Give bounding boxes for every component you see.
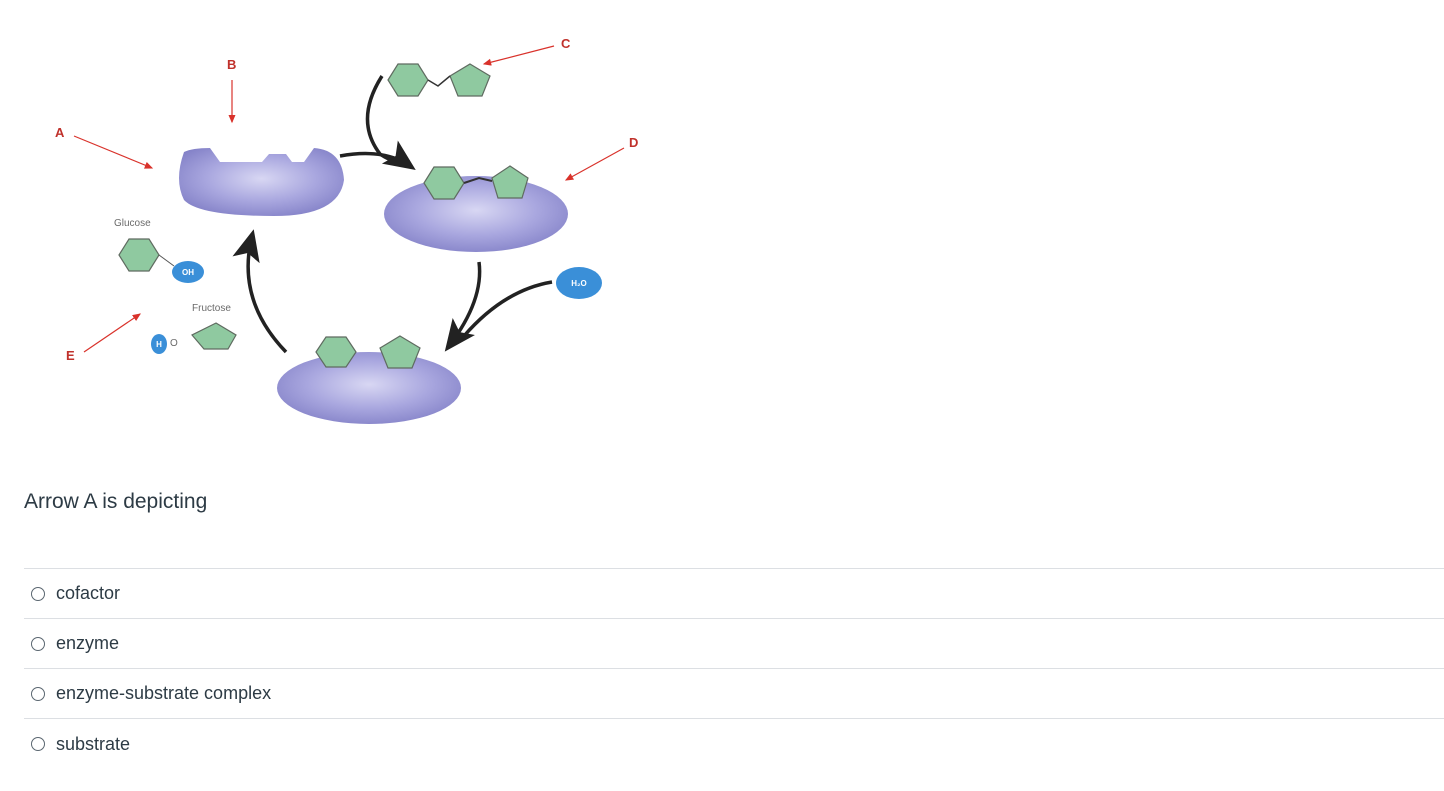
diagram-svg: Glucose OH Fructose H O H₂O: [55, 36, 638, 424]
label-arrows: A B C D E: [55, 36, 638, 363]
answer-label: enzyme: [56, 633, 120, 653]
answer-label: enzyme-substrate complex: [56, 683, 272, 703]
answer-option-cofactor[interactable]: cofactor: [24, 569, 1444, 619]
glucose-product: Glucose OH: [114, 218, 204, 283]
radio-button[interactable]: [31, 586, 45, 601]
fructose-pentagon: [491, 165, 529, 199]
h-label: H: [156, 340, 162, 349]
enzyme-free: [179, 148, 344, 216]
water-label: H₂O: [571, 279, 587, 288]
answer-label: cofactor: [56, 583, 121, 603]
label-e: E: [66, 348, 75, 363]
cycle-arrows: [232, 75, 553, 354]
label-a: A: [55, 125, 65, 140]
fructose-pentagon: [379, 335, 421, 369]
answer-option-substrate[interactable]: substrate: [24, 719, 1444, 769]
radio-button[interactable]: [31, 737, 45, 751]
fructose-pentagon: [449, 63, 491, 97]
answer-option-enzyme[interactable]: enzyme: [24, 619, 1444, 669]
question-prompt: Arrow A is depicting: [24, 490, 208, 513]
answer-label: substrate: [56, 733, 131, 754]
oh-label: OH: [182, 268, 194, 277]
label-c: C: [561, 36, 571, 51]
enzyme-substrate-complex: [384, 165, 568, 252]
fructose-product: Fructose H O: [151, 303, 237, 354]
radio-button[interactable]: [31, 636, 45, 651]
enzyme-products: [277, 335, 461, 424]
label-b: B: [227, 57, 236, 72]
radio-button[interactable]: [31, 686, 45, 701]
answer-list: cofactor enzyme enzyme-substrate complex…: [24, 568, 1444, 769]
enzyme-cycle-diagram: Glucose OH Fructose H O H₂O: [24, 0, 664, 470]
fructose-label: Fructose: [192, 303, 231, 314]
glucose-label: Glucose: [114, 218, 151, 229]
o-label: O: [170, 338, 178, 349]
label-d: D: [629, 135, 638, 150]
water-molecule: H₂O: [556, 267, 602, 299]
sucrose-substrate: [387, 63, 491, 97]
glucose-hexagon: [387, 63, 429, 97]
glucose-hexagon: [315, 336, 357, 368]
answer-option-enzyme-substrate-complex[interactable]: enzyme-substrate complex: [24, 669, 1444, 719]
